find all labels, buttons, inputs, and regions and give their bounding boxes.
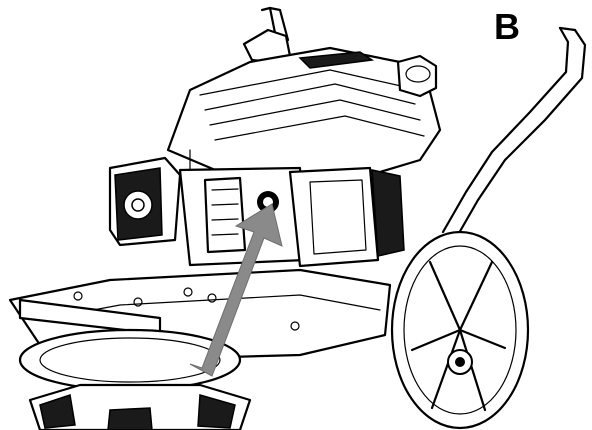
panel-label: B [494,6,520,47]
engine-block [108,156,182,247]
engine-cover [166,46,442,183]
handle-bar [242,6,587,242]
arrow-icon [189,203,283,377]
cutter-head [28,383,252,430]
air-filter-housing [178,166,405,268]
mower-deck [8,268,392,392]
wheel [390,230,530,430]
